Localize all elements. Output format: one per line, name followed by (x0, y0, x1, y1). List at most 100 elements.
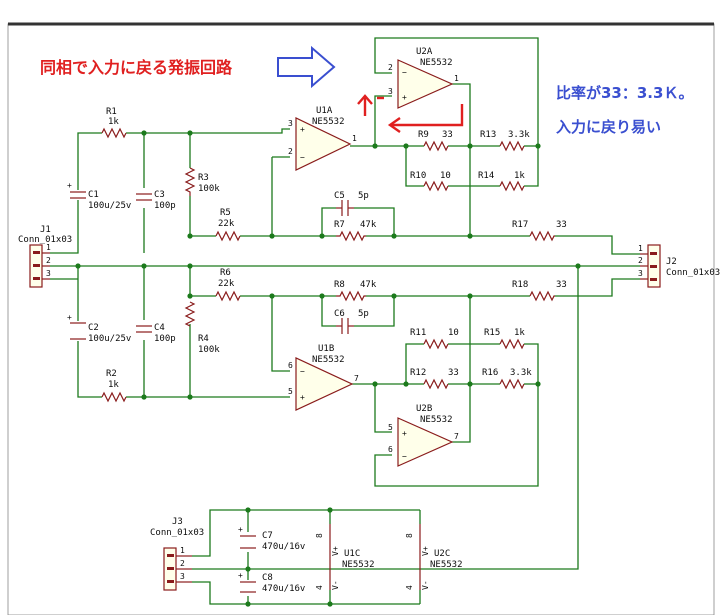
svg-text:22k: 22k (218, 219, 235, 229)
svg-text:NE5532: NE5532 (420, 58, 453, 68)
svg-text:33: 33 (448, 368, 459, 378)
annotation-red-loop (357, 94, 464, 133)
svg-text:C6: C6 (334, 309, 345, 319)
svg-text:U2A: U2A (416, 47, 433, 57)
svg-text:100k: 100k (198, 345, 220, 355)
svg-text:U2C: U2C (434, 549, 450, 559)
svg-text:入力に戻り易い: 入力に戻り易い (556, 118, 661, 136)
svg-text:U2B: U2B (416, 404, 432, 414)
svg-text:470u/16v: 470u/16v (262, 584, 305, 594)
svg-text:1k: 1k (514, 328, 525, 338)
svg-text:C5: C5 (334, 191, 345, 201)
svg-text:4: 4 (405, 585, 414, 590)
capacitor-C5[interactable]: C5 5p (334, 191, 369, 216)
svg-text:R11: R11 (410, 328, 426, 338)
svg-text:C2: C2 (88, 323, 99, 333)
svg-text:47k: 47k (360, 220, 377, 230)
svg-text:U1B: U1B (318, 344, 334, 354)
svg-text:3: 3 (638, 269, 643, 278)
svg-text:4: 4 (315, 585, 324, 590)
resistor-R18[interactable]: R18 33 (512, 280, 567, 302)
svg-text:C4: C4 (154, 323, 165, 333)
svg-text:R10: R10 (410, 171, 426, 181)
resistor-R7[interactable]: R7 47k (334, 220, 377, 242)
resistor-R11[interactable]: R11 10 (410, 328, 459, 350)
svg-text:100p: 100p (154, 201, 176, 211)
svg-text:+: + (238, 525, 243, 534)
svg-text:V+: V+ (421, 546, 430, 556)
svg-text:10: 10 (448, 328, 459, 338)
svg-text:C3: C3 (154, 190, 165, 200)
svg-text:47k: 47k (360, 280, 377, 290)
svg-text:2: 2 (638, 256, 643, 265)
svg-text:R1: R1 (106, 107, 117, 117)
svg-text:6: 6 (388, 445, 393, 454)
svg-text:+: + (67, 313, 72, 322)
svg-text:1k: 1k (514, 171, 525, 181)
resistor-R8[interactable]: R8 47k (334, 280, 377, 302)
svg-text:5p: 5p (358, 309, 369, 319)
svg-text:33: 33 (442, 130, 453, 140)
svg-text:5: 5 (288, 387, 293, 396)
svg-text:33: 33 (556, 280, 567, 290)
svg-text:3.3k: 3.3k (510, 368, 532, 378)
svg-text:R4: R4 (198, 334, 209, 344)
svg-text:1: 1 (352, 134, 357, 143)
svg-text:U1A: U1A (316, 106, 333, 116)
svg-text:比率が33：3.3Ｋ。: 比率が33：3.3Ｋ。 (556, 84, 693, 102)
resistor-R16[interactable]: R16 3.3k (482, 368, 532, 390)
svg-text:5p: 5p (358, 191, 369, 201)
svg-text:+: + (300, 393, 305, 402)
svg-text:NE5532: NE5532 (420, 415, 453, 425)
svg-text:R6: R6 (220, 268, 231, 278)
svg-text:V-: V- (331, 580, 340, 590)
svg-text:R7: R7 (334, 220, 345, 230)
svg-text:NE5532: NE5532 (312, 117, 345, 127)
svg-text:R18: R18 (512, 280, 528, 290)
svg-text:C7: C7 (262, 531, 273, 541)
svg-text:J1: J1 (40, 225, 51, 235)
svg-text:R16: R16 (482, 368, 498, 378)
svg-text:+: + (67, 181, 72, 190)
svg-text:100k: 100k (198, 184, 220, 194)
capacitor-C6[interactable]: C6 5p (334, 309, 369, 334)
svg-text:2: 2 (288, 147, 293, 156)
svg-text:1: 1 (46, 243, 51, 252)
svg-text:3.3k: 3.3k (508, 130, 530, 140)
svg-text:−: − (402, 68, 407, 77)
svg-text:同相で入力に戻る発振回路: 同相で入力に戻る発振回路 (40, 58, 233, 77)
svg-text:R8: R8 (334, 280, 345, 290)
svg-text:3: 3 (180, 572, 185, 581)
svg-text:J2: J2 (666, 257, 677, 267)
svg-text:1: 1 (638, 244, 643, 253)
svg-text:Conn_01x03: Conn_01x03 (666, 268, 720, 278)
